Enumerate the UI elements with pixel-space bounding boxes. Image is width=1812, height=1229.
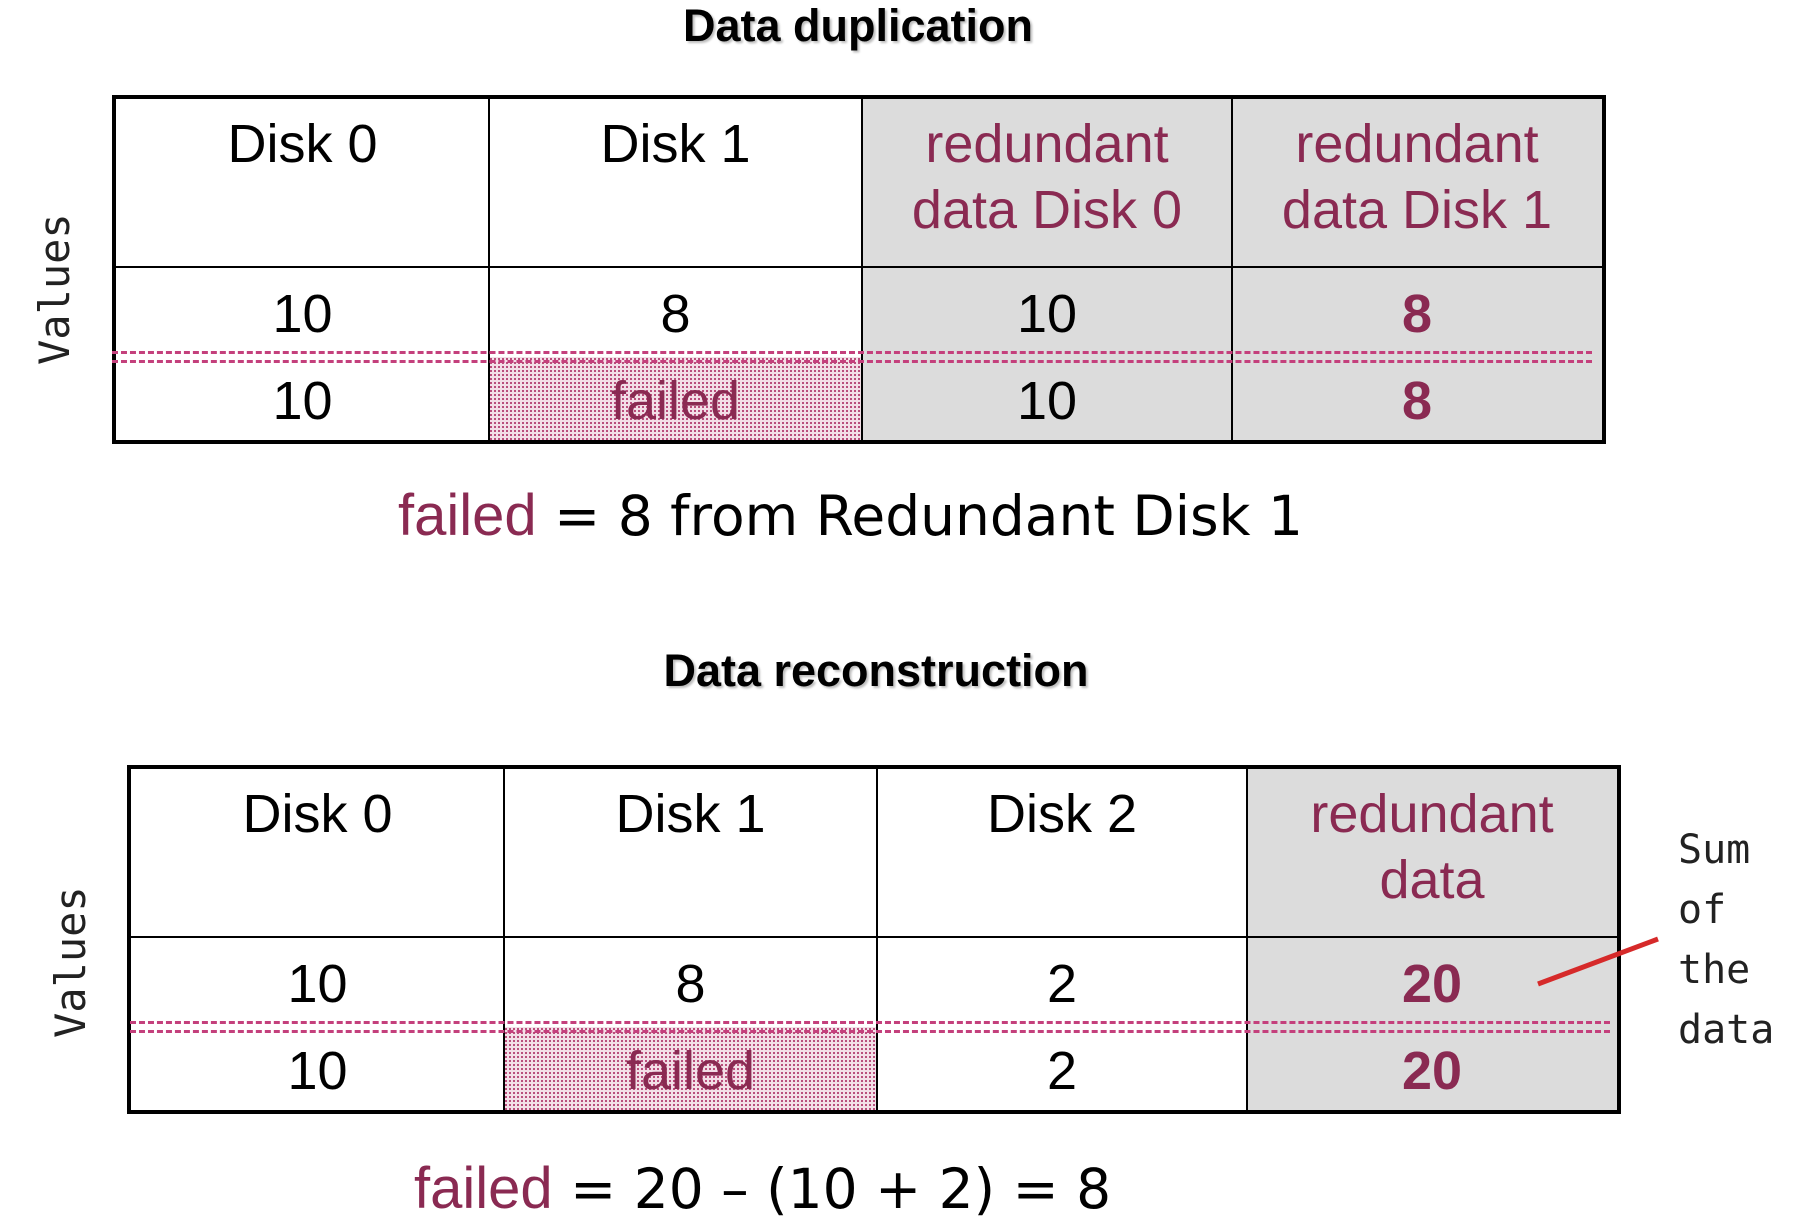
bottom-value-r1-c2: 2: [1046, 954, 1078, 1014]
bottom-value-r1-c1: 8: [675, 954, 706, 1014]
redundant-column-bg-0: [862, 99, 1232, 440]
top-dashed-divider-2: [112, 360, 1592, 363]
top-title: Data duplication: [682, 0, 1034, 51]
top-value-r1-c3: 8: [1401, 284, 1433, 344]
top-y-axis-label: Values: [30, 213, 79, 365]
bottom-formula-text: = 20 – (10 + 2) = 8: [552, 1157, 1112, 1221]
header-redundant-disk-0: redundant data Disk 0: [911, 114, 1183, 240]
divider: [116, 266, 1602, 268]
top-failed-label: failed: [610, 371, 741, 431]
bottom-value-r2-c3: 20: [1401, 1041, 1463, 1101]
top-formula-failed: failed: [398, 483, 537, 548]
header-disk-1: Disk 1: [615, 784, 766, 844]
sum-annotation: Sum of the data: [1678, 827, 1775, 1053]
divider: [488, 99, 490, 440]
failed-cell-bg: [489, 357, 862, 440]
bottom-dashed-divider: [130, 1021, 1610, 1024]
top-table: Disk 0 Disk 1 redundant data Disk 0 redu…: [112, 95, 1606, 444]
top-value-r2-c2: 10: [1016, 371, 1078, 431]
divider: [1231, 99, 1233, 440]
top-formula: failed = 8 from Redundant Disk 1: [398, 482, 1303, 549]
bottom-value-r1-c3: 20: [1401, 954, 1463, 1014]
bottom-value-r2-c2: 2: [1046, 1041, 1078, 1101]
bottom-table: Disk 0 Disk 1 Disk 2 redundant data 10 8…: [127, 765, 1621, 1114]
bottom-value-r1-c0: 10: [287, 954, 348, 1014]
top-value-r2-c3: 8: [1401, 371, 1433, 431]
header-disk-0: Disk 0: [242, 784, 393, 844]
divider: [503, 769, 505, 1110]
top-value-r1-c1: 8: [660, 284, 691, 344]
top-value-r1-c0: 10: [272, 284, 333, 344]
header-disk-2: Disk 2: [986, 784, 1138, 844]
bottom-dashed-divider-2: [130, 1030, 1610, 1033]
bottom-y-axis-label: Values: [46, 886, 95, 1038]
top-dashed-divider: [112, 351, 1592, 354]
header-disk-1: Disk 1: [600, 114, 751, 174]
bottom-formula-failed: failed: [414, 1156, 553, 1221]
bottom-failed-label: failed: [625, 1041, 756, 1101]
top-value-r1-c2: 10: [1016, 284, 1078, 344]
divider: [861, 99, 863, 440]
bottom-formula: failed = 20 – (10 + 2) = 8: [414, 1155, 1111, 1222]
header-redundant-data: redundant data: [1310, 784, 1554, 910]
top-value-r2-c0: 10: [272, 371, 333, 431]
divider: [1246, 769, 1248, 1110]
header-disk-0: Disk 0: [227, 114, 378, 174]
header-redundant-disk-1: redundant data Disk 1: [1281, 114, 1553, 240]
failed-cell-bg: [504, 1027, 877, 1110]
divider: [131, 936, 1617, 938]
bottom-title: Data reconstruction: [663, 645, 1089, 696]
bottom-value-r2-c0: 10: [287, 1041, 348, 1101]
divider: [876, 769, 878, 1110]
top-formula-text: = 8 from Redundant Disk 1: [536, 484, 1304, 548]
redundant-column-bg-1: [1232, 99, 1602, 440]
